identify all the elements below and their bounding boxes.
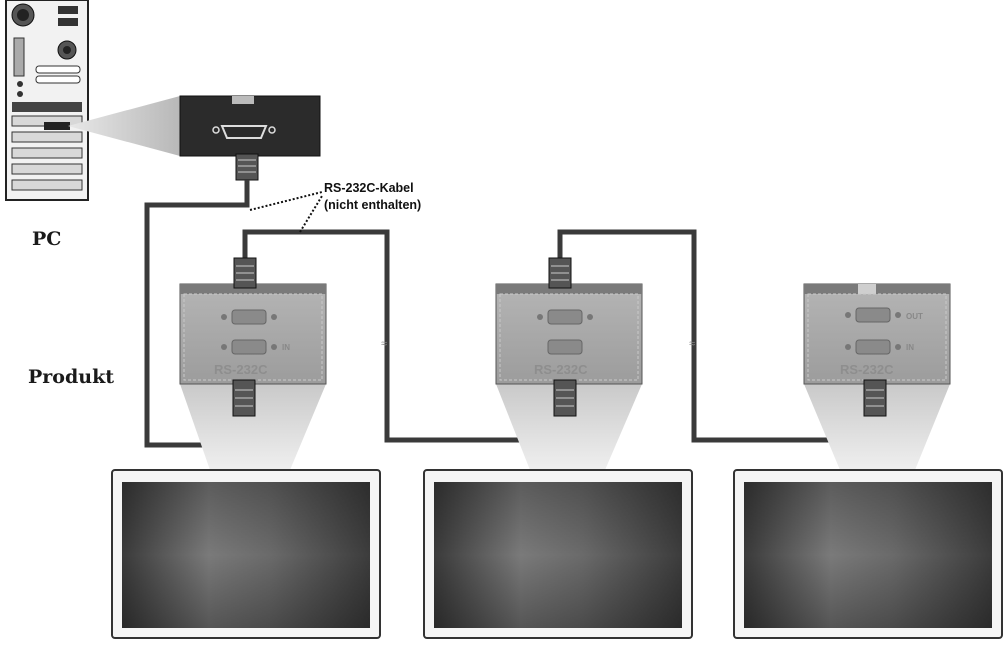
- svg-text:≈: ≈: [689, 338, 695, 350]
- pc-cable-connector: [235, 153, 259, 181]
- product-1-zoom-beam: [180, 384, 326, 470]
- monitor-3: [733, 469, 1003, 639]
- product-3: OUT IN RS-232C: [803, 283, 951, 470]
- product-2: RS-232C: [495, 257, 643, 470]
- product-2-zoom-beam: [496, 384, 642, 470]
- product-label: Produkt: [28, 366, 115, 388]
- product-3-port-label: RS-232C: [840, 362, 894, 377]
- product-2-port-label: RS-232C: [534, 362, 588, 377]
- cable-label-line-1: RS-232C-Kabel: [324, 181, 414, 195]
- monitor-2: [423, 469, 693, 639]
- product-3-in-label: IN: [906, 343, 914, 352]
- product-1-in-label: IN: [282, 343, 290, 352]
- pc-label: PC: [32, 228, 62, 250]
- pc-serial-port-closeup: [179, 95, 321, 157]
- product-3-out-label: OUT: [906, 312, 923, 321]
- product-1: IN RS-232C: [179, 257, 327, 470]
- cable-pointer-lines: [249, 191, 323, 233]
- svg-text:≈: ≈: [381, 338, 387, 350]
- product-3-zoom-beam: [804, 384, 950, 470]
- monitor-1: [111, 469, 381, 639]
- cable-label-line-2: (nicht enthalten): [324, 198, 422, 212]
- product-1-port-label: RS-232C: [214, 362, 268, 377]
- pc-zoom-beam: [68, 96, 180, 156]
- pc-tower: [5, 0, 89, 201]
- cable-label: RS-232C-Kabel (nicht enthalten): [324, 180, 421, 214]
